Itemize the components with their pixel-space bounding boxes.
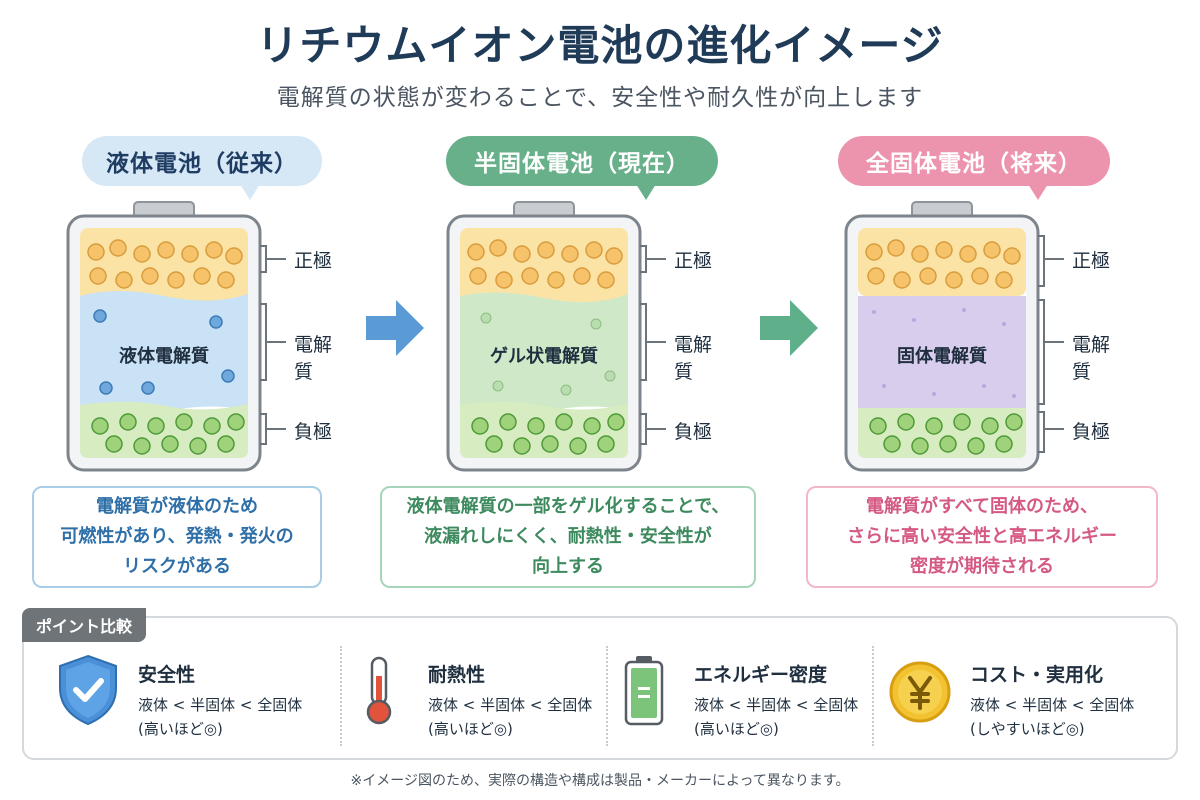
description-line: 電解質がすべて固体のため、 xyxy=(865,496,1099,517)
page-subtitle: 電解質の状態が変わることで、安全性や耐久性が向上します xyxy=(276,85,924,111)
arrow-right-icon xyxy=(366,300,424,356)
battery-liquid: 液体電解質 xyxy=(66,200,262,472)
compare-note: (高いほど◎) xyxy=(694,720,779,738)
description-line: 向上する xyxy=(532,556,604,577)
description-line: 可燃性があり、発熱・発火の xyxy=(60,526,294,547)
layer-brackets-3: 正極 電解質 負極 xyxy=(1034,200,1124,472)
description-line: 電解質が液体のため xyxy=(96,496,258,517)
compare-item-safety: 安全性 液体 < 半固体 < 全固体 (高いほど◎) xyxy=(56,646,336,746)
battery-semi-solid: ゲル状電解質 xyxy=(446,200,642,472)
shield-check-icon xyxy=(59,654,117,726)
layer-brackets-1: 正極 電解質 負極 xyxy=(256,200,346,472)
layer-electrolyte-label: 電解質 xyxy=(674,334,713,383)
electrolyte-label-liquid: 液体電解質 xyxy=(119,346,209,367)
layer-electrolyte-label: 電解質 xyxy=(1072,334,1111,383)
description-line: 液体電解質の一部をゲル化することで、 xyxy=(406,496,730,517)
battery-icon xyxy=(624,656,664,726)
compare-title: 安全性 xyxy=(138,664,196,686)
divider xyxy=(872,646,874,746)
layer-negative-label: 負極 xyxy=(1072,421,1111,443)
compare-item-heat-resistance: 耐熱性 液体 < 半固体 < 全固体 (高いほど◎) xyxy=(346,646,626,746)
thermometer-icon xyxy=(366,656,392,725)
divider xyxy=(606,646,608,746)
layer-electrolyte-label: 電解質 xyxy=(294,334,333,383)
layer-negative-label: 負極 xyxy=(674,421,713,443)
compare-rank: 液体 < 半固体 < 全固体 xyxy=(138,696,303,714)
layer-positive-label: 正極 xyxy=(294,250,333,272)
description-line: 液漏れしにくく、耐熱性・安全性が xyxy=(424,526,712,547)
compare-title: コスト・実用化 xyxy=(970,664,1104,686)
divider xyxy=(340,646,342,746)
layer-positive-label: 正極 xyxy=(1072,250,1111,272)
compare-note: (高いほど◎) xyxy=(138,720,223,738)
battery-all-solid-drawing xyxy=(844,201,1040,472)
compare-item-energy-density: エネルギー密度 液体 < 半固体 < 全固体 (高いほど◎) xyxy=(612,646,892,746)
footnote: ※イメージ図のため、実際の構造や構成は製品・メーカーによって異なります。 xyxy=(350,773,850,789)
description-semi-solid: 液体電解質の一部をゲル化することで、 液漏れしにくく、耐熱性・安全性が 向上する xyxy=(380,486,756,588)
comparison-tag: ポイント比較 xyxy=(22,608,147,642)
compare-rank: 液体 < 半固体 < 全固体 xyxy=(970,696,1135,714)
description-line: 密度が期待される xyxy=(910,556,1054,577)
compare-rank: 液体 < 半固体 < 全固体 xyxy=(428,696,593,714)
battery-semi-solid-drawing xyxy=(446,201,642,472)
yen-coin-icon xyxy=(889,661,951,723)
layer-positive-label: 正極 xyxy=(674,250,713,272)
compare-title: 耐熱性 xyxy=(428,664,486,686)
description-all-solid: 電解質がすべて固体のため、 さらに高い安全性と高エネルギー 密度が期待される xyxy=(806,486,1158,588)
stage-label-all-solid: 全固体電池（将来） xyxy=(838,136,1110,200)
layer-brackets-2: 正極 電解質 負極 xyxy=(636,200,726,472)
compare-rank: 液体 < 半固体 < 全固体 xyxy=(694,696,859,714)
electrolyte-label-solid: 固体電解質 xyxy=(897,346,987,367)
compare-note: (高いほど◎) xyxy=(428,720,513,738)
battery-all-solid: 固体電解質 xyxy=(844,200,1040,472)
description-liquid: 電解質が液体のため 可燃性があり、発熱・発火の リスクがある xyxy=(32,486,322,588)
compare-note: (しやすいほど◎) xyxy=(970,720,1085,738)
compare-item-cost: コスト・実用化 液体 < 半固体 < 全固体 (しやすいほど◎) xyxy=(888,646,1168,746)
layer-negative-label: 負極 xyxy=(294,421,333,443)
description-line: さらに高い安全性と高エネルギー xyxy=(847,526,1117,547)
page-title: リチウムイオン電池の進化イメージ xyxy=(256,21,944,70)
compare-title: エネルギー密度 xyxy=(694,664,828,686)
electrolyte-label-gel: ゲル状電解質 xyxy=(490,346,598,367)
stage-label-liquid: 液体電池（従来） xyxy=(82,136,322,200)
stage-label-semi-solid: 半固体電池（現在） xyxy=(446,136,718,200)
description-line: リスクがある xyxy=(123,556,231,577)
comparison-panel xyxy=(22,616,1178,760)
arrow-right-icon xyxy=(760,300,818,356)
battery-liquid-drawing xyxy=(66,201,262,472)
